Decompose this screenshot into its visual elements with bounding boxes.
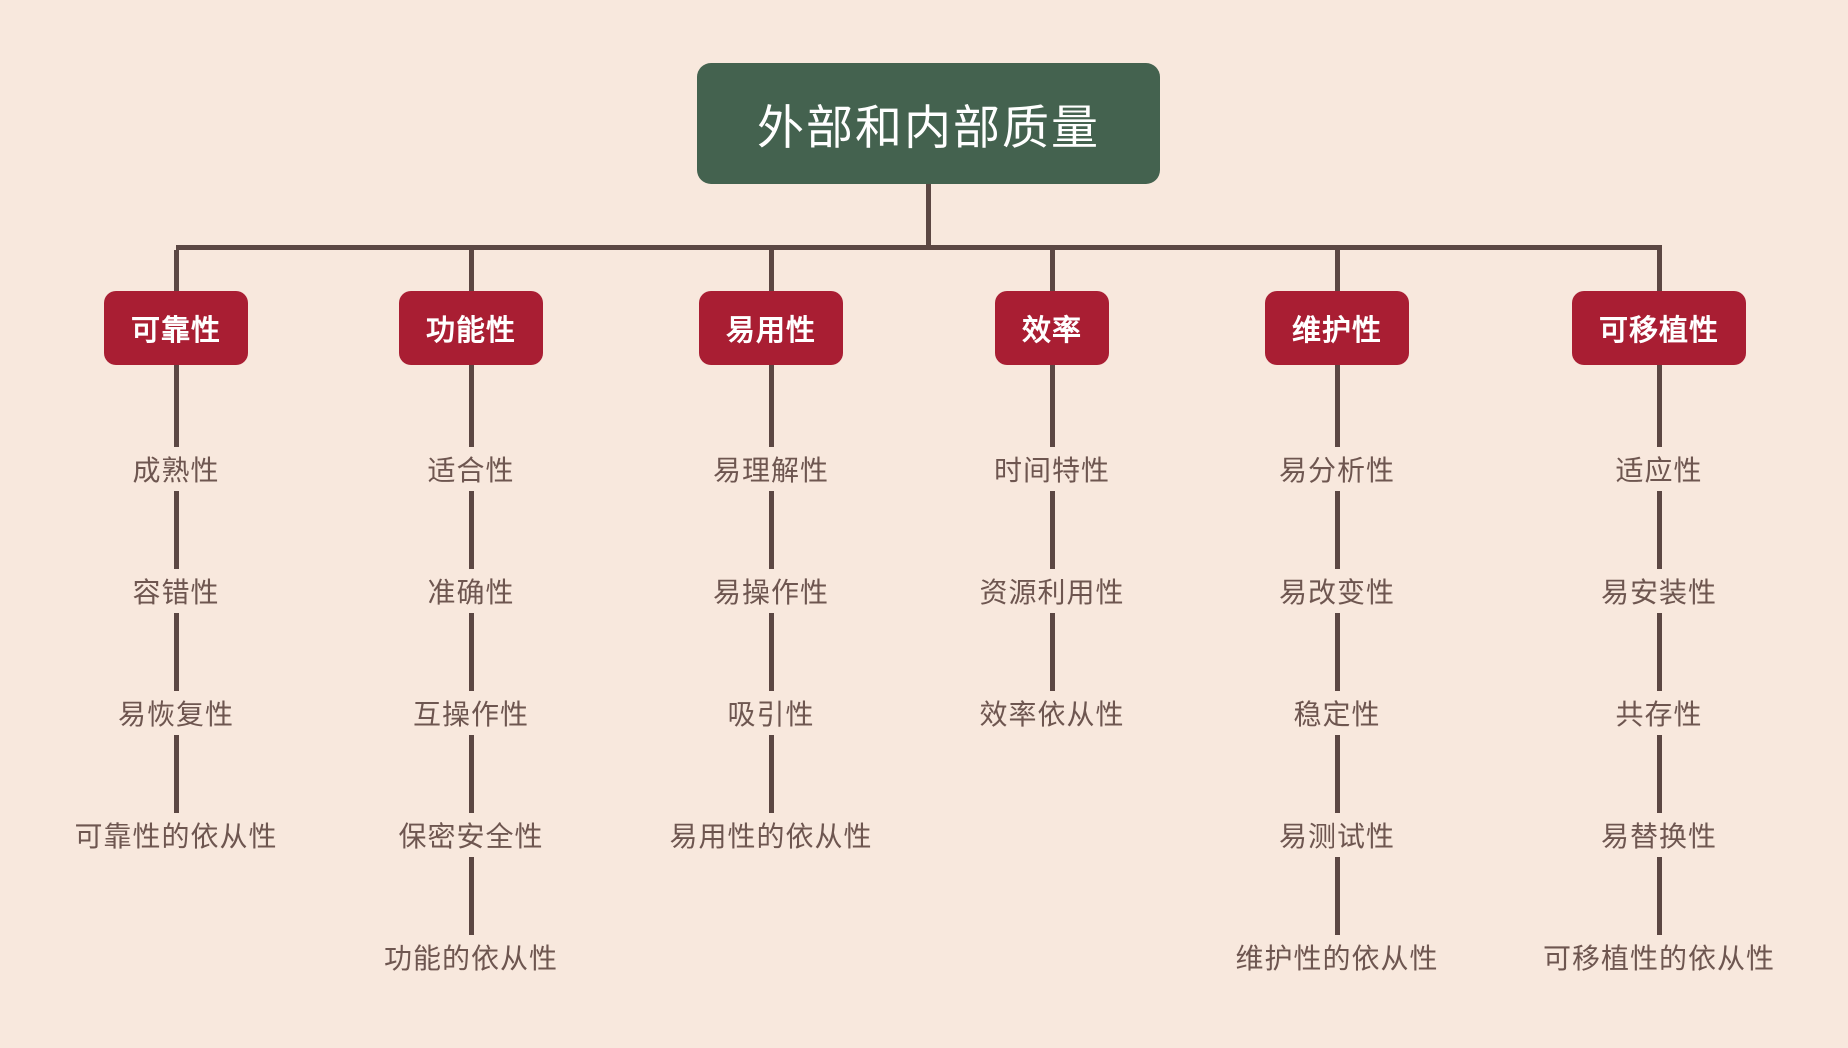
branch-portability: 可移植性 适应性 易安装性 共存性 易替换性 可移植性的依从性 bbox=[1519, 291, 1799, 979]
leaf-node[interactable]: 准确性 bbox=[427, 577, 515, 608]
connector-vertical bbox=[468, 365, 474, 447]
leaf-node[interactable]: 容错性 bbox=[132, 577, 220, 608]
connector-vertical bbox=[173, 735, 179, 813]
branch-maintainability: 维护性 易分析性 易改变性 稳定性 易测试性 维护性的依从性 bbox=[1197, 291, 1477, 979]
connector-vertical bbox=[1656, 735, 1662, 813]
connector-vertical bbox=[173, 491, 179, 569]
connector-vertical bbox=[1656, 857, 1662, 935]
leaf-node[interactable]: 稳定性 bbox=[1293, 699, 1381, 730]
category-node[interactable]: 易用性 bbox=[698, 291, 843, 365]
connector-vertical bbox=[173, 613, 179, 691]
connector-stub-reliability bbox=[174, 250, 179, 291]
category-node-label: 可靠性 bbox=[130, 315, 221, 347]
connector-stub-functionality bbox=[469, 250, 474, 291]
leaf-node[interactable]: 资源利用性 bbox=[979, 577, 1125, 608]
category-node-label: 功能性 bbox=[425, 315, 516, 347]
connector-stub-efficiency bbox=[1050, 250, 1055, 291]
connector-vertical bbox=[768, 365, 774, 447]
leaf-node[interactable]: 易用性的依从性 bbox=[669, 821, 873, 852]
leaf-node[interactable]: 可移植性的依从性 bbox=[1542, 943, 1775, 974]
leaf-node[interactable]: 互操作性 bbox=[412, 699, 529, 730]
connector-vertical bbox=[1656, 613, 1662, 691]
connector-stub-usability bbox=[769, 250, 774, 291]
category-node[interactable]: 可靠性 bbox=[103, 291, 248, 365]
connector-vertical bbox=[1334, 491, 1340, 569]
connector-vertical bbox=[768, 735, 774, 813]
leaf-node[interactable]: 效率依从性 bbox=[979, 699, 1125, 730]
root-node-label: 外部和内部质量 bbox=[757, 101, 1100, 154]
connector-vertical bbox=[468, 735, 474, 813]
leaf-node[interactable]: 可靠性的依从性 bbox=[74, 821, 278, 852]
leaf-node[interactable]: 易替换性 bbox=[1600, 821, 1717, 852]
leaf-node[interactable]: 易理解性 bbox=[712, 455, 829, 486]
connector-vertical bbox=[1334, 613, 1340, 691]
connector-vertical bbox=[1334, 365, 1340, 447]
leaf-node[interactable]: 保密安全性 bbox=[398, 821, 544, 852]
category-node[interactable]: 可移植性 bbox=[1571, 291, 1746, 365]
connector-horizontal bbox=[176, 245, 1662, 250]
leaf-node[interactable]: 适合性 bbox=[427, 455, 515, 486]
connector-root-drop bbox=[926, 184, 931, 245]
leaf-node[interactable]: 吸引性 bbox=[727, 699, 815, 730]
leaf-node[interactable]: 易测试性 bbox=[1278, 821, 1395, 852]
branch-usability: 易用性 易理解性 易操作性 吸引性 易用性的依从性 bbox=[631, 291, 911, 857]
leaf-node[interactable]: 易恢复性 bbox=[117, 699, 234, 730]
category-node-label: 维护性 bbox=[1291, 315, 1382, 347]
connector-vertical bbox=[1334, 857, 1340, 935]
connector-vertical bbox=[1049, 491, 1055, 569]
connector-stub-maintainability bbox=[1335, 250, 1340, 291]
connector-vertical bbox=[1049, 613, 1055, 691]
branch-efficiency: 效率 时间特性 资源利用性 效率依从性 bbox=[912, 291, 1192, 735]
connector-vertical bbox=[468, 613, 474, 691]
branch-reliability: 可靠性 成熟性 容错性 易恢复性 可靠性的依从性 bbox=[36, 291, 316, 857]
leaf-node[interactable]: 功能的依从性 bbox=[383, 943, 558, 974]
connector-vertical bbox=[468, 857, 474, 935]
leaf-node[interactable]: 成熟性 bbox=[132, 455, 220, 486]
leaf-node[interactable]: 维护性的依从性 bbox=[1235, 943, 1439, 974]
leaf-node[interactable]: 易操作性 bbox=[712, 577, 829, 608]
connector-vertical bbox=[1656, 491, 1662, 569]
category-node[interactable]: 维护性 bbox=[1264, 291, 1409, 365]
category-node-label: 可移植性 bbox=[1598, 315, 1719, 347]
leaf-node[interactable]: 易安装性 bbox=[1600, 577, 1717, 608]
connector-stub-portability bbox=[1657, 250, 1662, 291]
connector-vertical bbox=[1049, 365, 1055, 447]
connector-vertical bbox=[768, 613, 774, 691]
category-node[interactable]: 效率 bbox=[994, 291, 1109, 365]
branch-functionality: 功能性 适合性 准确性 互操作性 保密安全性 功能的依从性 bbox=[331, 291, 611, 979]
category-node-label: 易用性 bbox=[725, 315, 816, 347]
leaf-node[interactable]: 易分析性 bbox=[1278, 455, 1395, 486]
connector-vertical bbox=[768, 491, 774, 569]
category-node-label: 效率 bbox=[1021, 315, 1082, 347]
category-node[interactable]: 功能性 bbox=[398, 291, 543, 365]
root-node[interactable]: 外部和内部质量 bbox=[697, 63, 1160, 184]
leaf-node[interactable]: 共存性 bbox=[1615, 699, 1703, 730]
connector-vertical bbox=[1334, 735, 1340, 813]
leaf-node[interactable]: 易改变性 bbox=[1278, 577, 1395, 608]
connector-vertical bbox=[173, 365, 179, 447]
leaf-node[interactable]: 时间特性 bbox=[993, 455, 1110, 486]
leaf-node[interactable]: 适应性 bbox=[1615, 455, 1703, 486]
connector-vertical bbox=[1656, 365, 1662, 447]
connector-vertical bbox=[468, 491, 474, 569]
